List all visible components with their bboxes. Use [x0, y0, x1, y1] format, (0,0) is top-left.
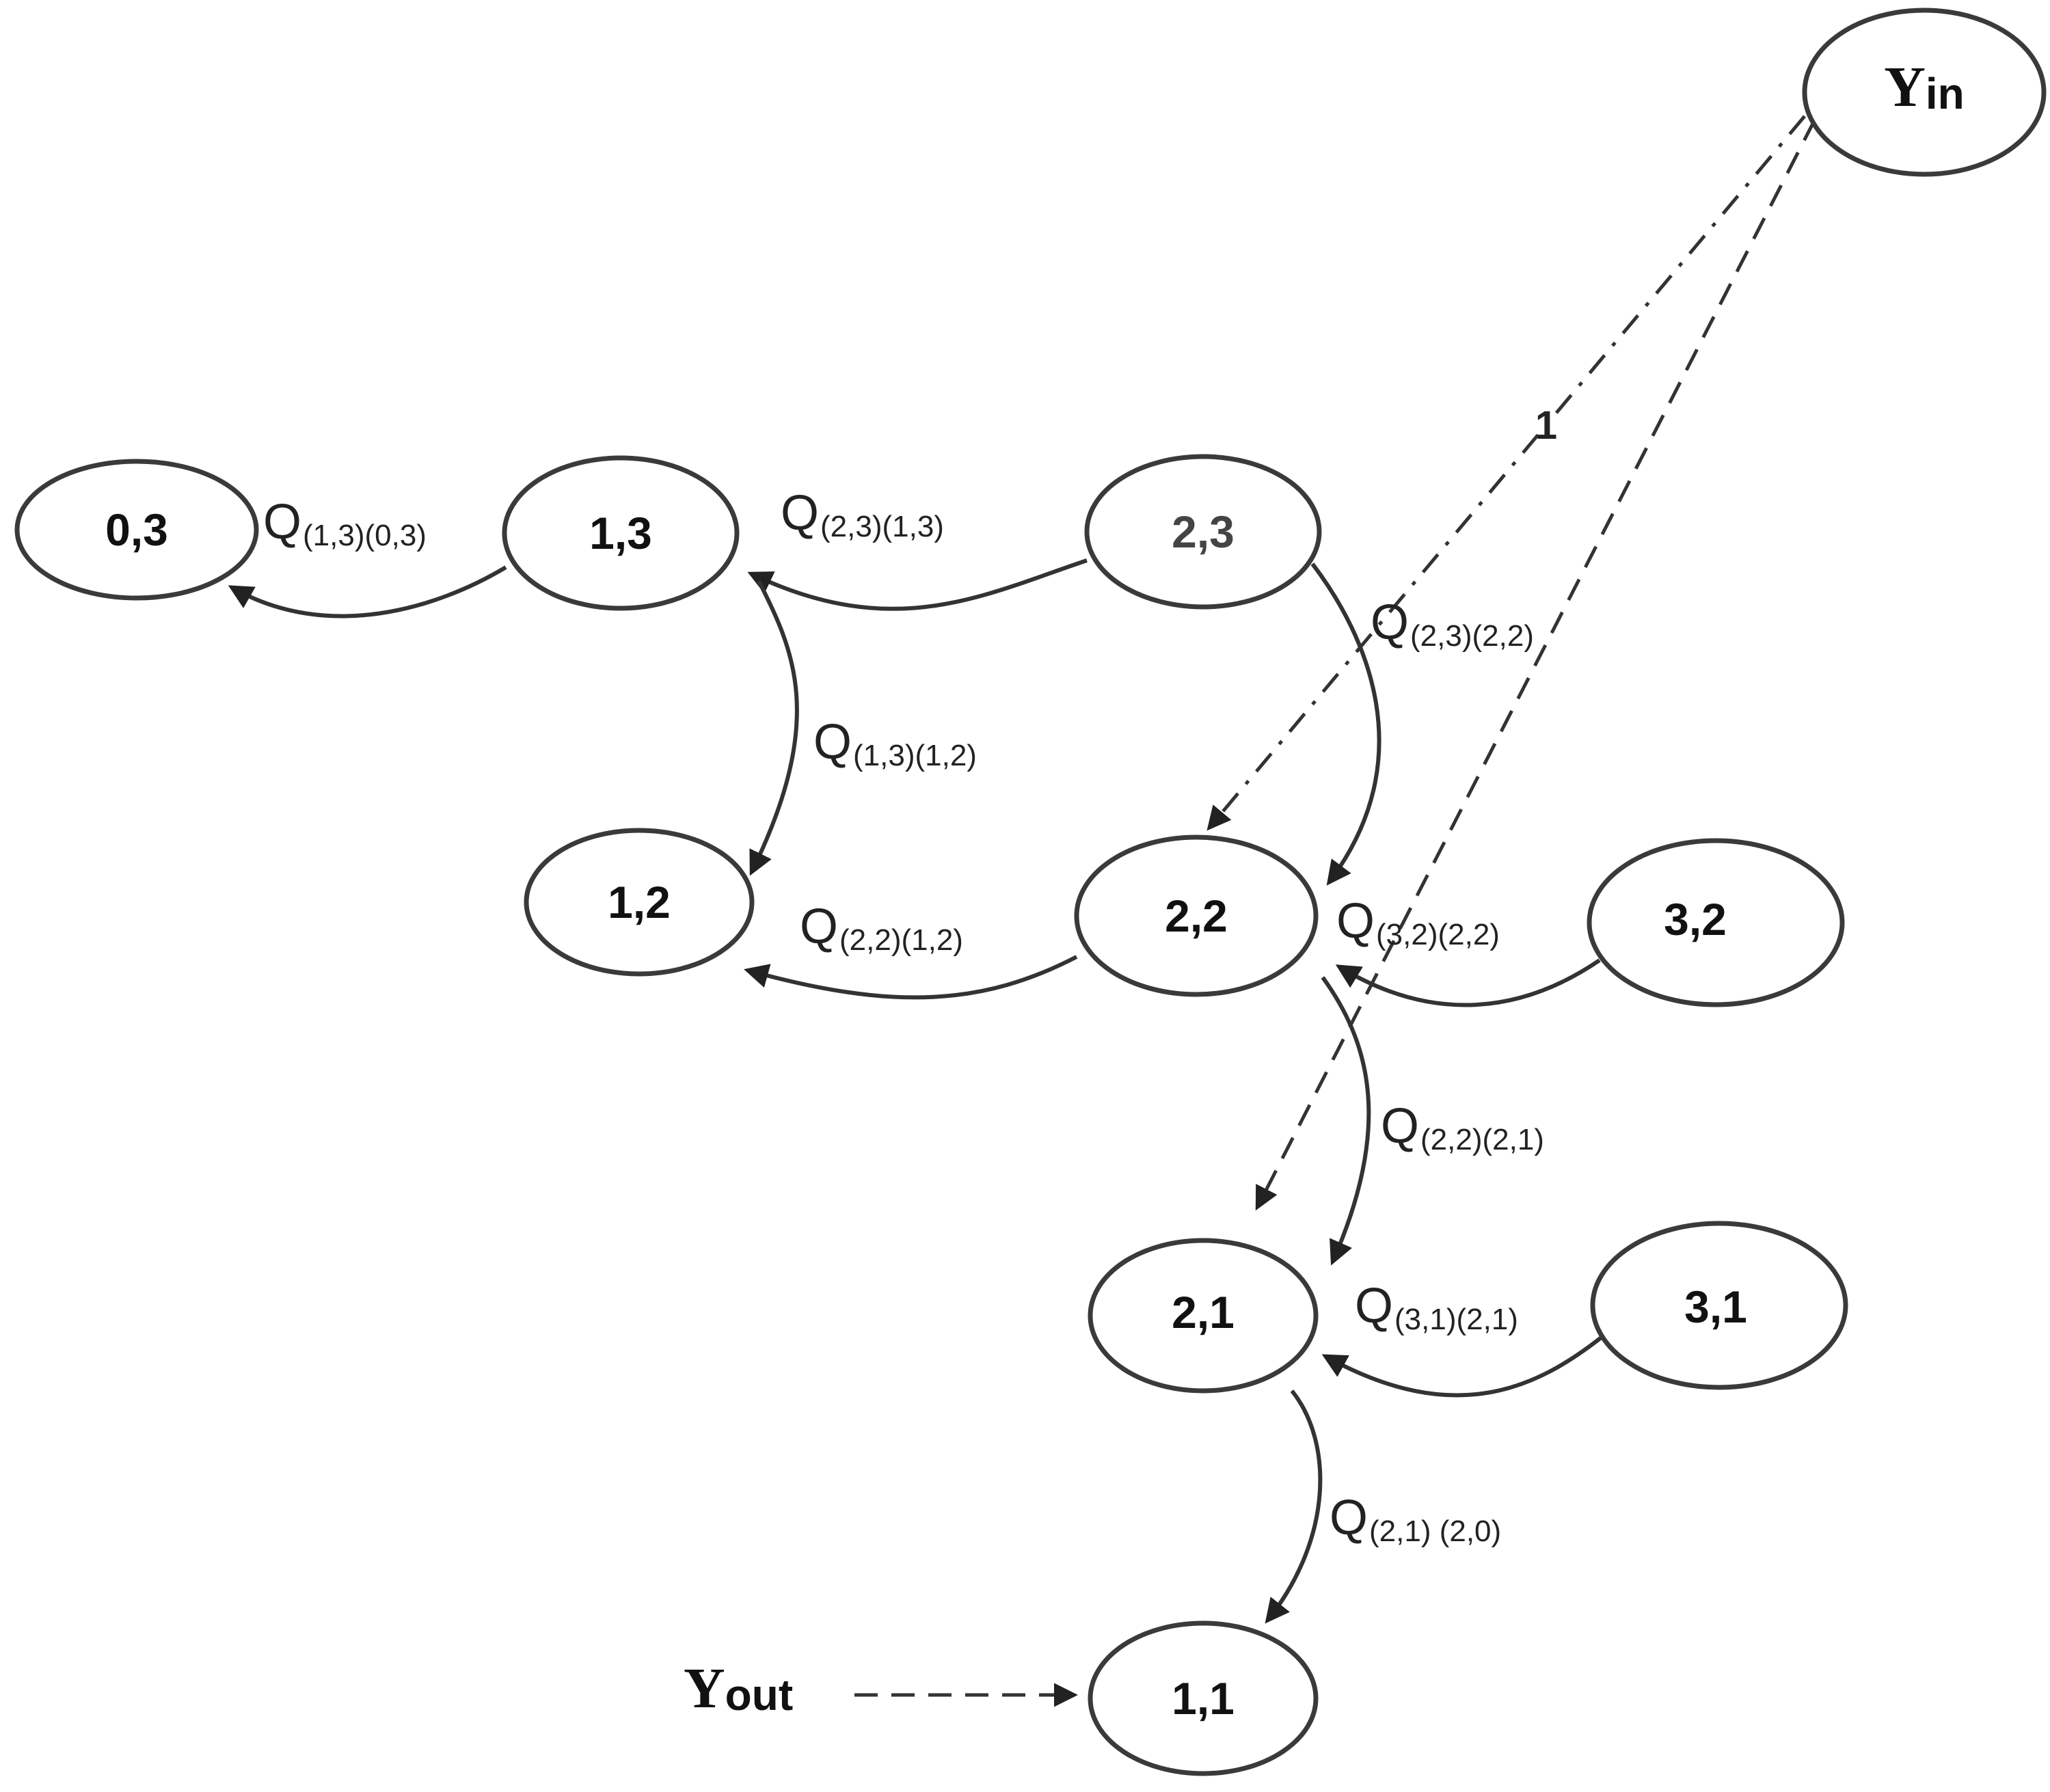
rate-subscript: (2,3)(2,2) — [1410, 619, 1534, 653]
edge-yin-to-21-dashed — [1255, 118, 1817, 1211]
node-ellipse — [1590, 1221, 1848, 1390]
node-label: 2,1 — [1172, 1287, 1235, 1338]
node-2-2: 2,2 — [1074, 834, 1319, 997]
rate-subscript: (3,2)(2,2) — [1376, 918, 1500, 951]
y-subscript: out — [725, 1670, 794, 1720]
rate-label-22-21: Q(2,2)(2,1) — [1381, 1099, 1544, 1156]
node-ellipse — [1084, 454, 1322, 610]
rate-label-22-12: Q(2,2)(1,2) — [800, 899, 963, 957]
node-label: 3,1 — [1684, 1281, 1747, 1332]
rate-subscript: (3,1)(2,1) — [1394, 1303, 1518, 1336]
node-1-3: 1,3 — [502, 455, 740, 611]
rate-symbol: Q — [813, 715, 852, 770]
rate-label-21-11: Q(2,1) (2,0) — [1330, 1491, 1501, 1548]
node-label: 1,3 — [589, 508, 652, 558]
edge-21-to-11 — [1265, 1389, 1323, 1624]
y-symbol: Y — [1884, 55, 1926, 119]
node-0-3: 0,3 — [14, 459, 259, 601]
rate-label-32-22: Q(3,2)(2,2) — [1336, 894, 1500, 951]
rate-symbol: Q — [1330, 1491, 1368, 1545]
node-3-2: 3,2 — [1587, 838, 1845, 1007]
node-label: 0,3 — [105, 504, 168, 555]
edge-13-to-03 — [228, 565, 507, 619]
rate-label-31-21: Q(3,1)(2,1) — [1355, 1279, 1518, 1336]
node-1-1: 1,1 — [1088, 1620, 1319, 1776]
rate-subscript: (1,3)(0,3) — [303, 519, 427, 552]
edge-22-to-12 — [744, 955, 1078, 1000]
node-ellipse — [1088, 1238, 1319, 1394]
edge-31-to-21 — [1321, 1334, 1604, 1398]
node-ellipse — [502, 455, 740, 611]
rate-subscript: (2,3)(1,3) — [820, 510, 944, 543]
node-ellipse — [14, 459, 259, 601]
edge-labels: Q(1,3)(0,3) Q(2,3)(1,3) Q(1,3)(1,2) Q(2,… — [263, 403, 1557, 1548]
edge-13-to-12 — [749, 580, 799, 876]
rate-symbol: Q — [800, 899, 838, 954]
rate-label-13-03: Q(1,3)(0,3) — [263, 495, 427, 552]
edge-32-to-22 — [1335, 958, 1601, 1007]
rate-subscript: (2,2)(2,1) — [1420, 1123, 1544, 1156]
node-y-in: Yin — [1802, 8, 2047, 177]
node-ellipse — [1587, 838, 1845, 1007]
rate-label-23-13: Q(2,3)(1,3) — [781, 486, 944, 543]
rate-symbol: Q — [781, 486, 819, 541]
node-ellipse — [1088, 1620, 1319, 1776]
node-ellipse — [1074, 834, 1319, 997]
node-2-1: 2,1 — [1088, 1238, 1319, 1394]
rate-subscript: (2,2)(1,2) — [839, 923, 963, 957]
edge-23-to-22 — [1310, 562, 1381, 886]
node-1-2: 1,2 — [524, 828, 755, 977]
node-label: 2,2 — [1165, 891, 1228, 941]
node-3-1: 3,1 — [1590, 1221, 1848, 1390]
node-label: 1,1 — [1172, 1673, 1235, 1724]
rate-symbol: Q — [1355, 1279, 1393, 1333]
node-ellipse — [1802, 8, 2047, 177]
edges — [228, 115, 1817, 1707]
edge-23-to-13 — [747, 558, 1088, 611]
node-label: 2,3 — [1172, 506, 1235, 557]
rate-label-23-22: Q(2,3)(2,2) — [1371, 595, 1534, 653]
node-ellipse — [524, 828, 755, 977]
node-2-3: 2,3 — [1084, 454, 1322, 610]
rate-subscript: (1,3)(1,2) — [853, 739, 977, 772]
y-symbol: Y — [684, 1657, 725, 1720]
edge-label-yin-22: 1 — [1535, 403, 1557, 448]
y-out-text: Yout — [684, 1657, 793, 1720]
edge-22-to-21 — [1321, 976, 1371, 1266]
y-out-label: Yout — [684, 1657, 793, 1720]
node-label: Yin — [1884, 55, 1965, 119]
rate-label-13-12: Q(1,3)(1,2) — [813, 715, 977, 772]
rate-symbol: Q — [1381, 1099, 1419, 1154]
rate-symbol: Q — [1371, 595, 1409, 650]
y-subscript: in — [1926, 69, 1965, 118]
rate-subscript: (2,1) (2,0) — [1369, 1515, 1501, 1548]
rate-symbol: Q — [263, 495, 301, 549]
rate-symbol: Q — [1336, 894, 1375, 949]
node-label: 1,2 — [608, 877, 671, 927]
nodes: 0,3 1,3 2,3 1,2 2,2 3,2 2,1 3,1 — [14, 8, 2047, 1776]
node-label: 3,2 — [1664, 894, 1727, 945]
